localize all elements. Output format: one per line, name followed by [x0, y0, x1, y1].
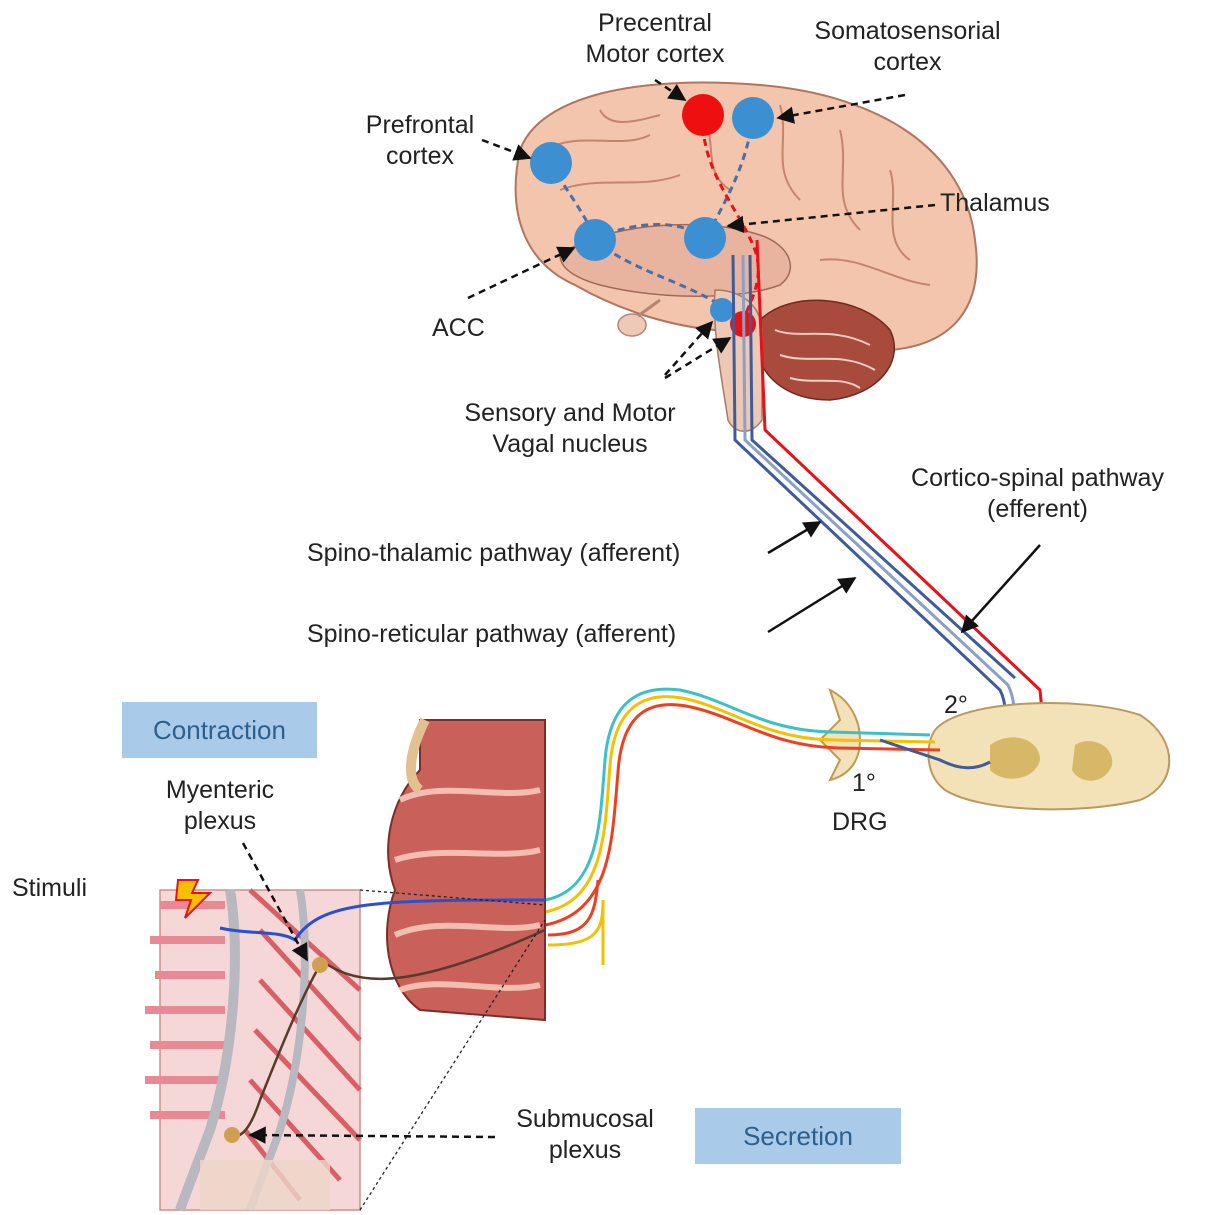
corticospinal-label: Cortico-spinal pathway (efferent) [870, 463, 1205, 526]
vagal-nucleus-label-line1: Sensory and Motor [420, 398, 720, 429]
vagal-nucleus-label-line2: Vagal nucleus [420, 429, 720, 460]
stimuli-label: Stimuli [12, 873, 87, 904]
prefrontal-node [530, 142, 572, 184]
corticospinal-label-line1: Cortico-spinal pathway [870, 463, 1205, 494]
precentral-label-line1: Precentral [560, 8, 750, 39]
first-order-label: 1° [852, 768, 876, 799]
spinoreticular-label: Spino-reticular pathway (afferent) [307, 619, 676, 650]
myenteric-label-line1: Myenteric [140, 775, 300, 806]
prefrontal-label-line1: Prefrontal [340, 110, 500, 141]
thalamus-label: Thalamus [940, 188, 1050, 219]
myenteric-label-line2: plexus [140, 806, 300, 837]
drg-label: DRG [832, 807, 888, 838]
precentral-label: Precentral Motor cortex [560, 8, 750, 71]
spinothalamic-label: Spino-thalamic pathway (afferent) [307, 538, 680, 569]
drg [820, 690, 860, 780]
vagal-nucleus-label: Sensory and Motor Vagal nucleus [420, 398, 720, 461]
acc-label: ACC [432, 313, 485, 344]
somatosensory-node [732, 97, 774, 139]
prefrontal-label: Prefrontal cortex [340, 110, 500, 173]
precentral-label-line2: Motor cortex [560, 39, 750, 70]
prefrontal-label-line2: cortex [340, 141, 500, 172]
contraction-box: Contraction [122, 702, 317, 758]
nerve-bundle [545, 689, 990, 965]
somatosensorial-label-line1: Somatosensorial [780, 16, 1035, 47]
acc-node [574, 219, 616, 261]
somatosensorial-label: Somatosensorial cortex [780, 16, 1035, 79]
secretion-box: Secretion [695, 1108, 901, 1164]
submucosal-label-line1: Submucosal [490, 1104, 680, 1135]
corticospinal-label-line2: (efferent) [870, 494, 1205, 525]
second-order-label: 2° [944, 690, 968, 721]
submucosal-label: Submucosal plexus [490, 1104, 680, 1167]
sensory-vagal-node [710, 298, 734, 322]
somatosensorial-label-line2: cortex [780, 47, 1035, 78]
myenteric-label: Myenteric plexus [140, 775, 300, 838]
precentral-node [682, 94, 724, 136]
thalamus-node [684, 217, 726, 259]
submucosal-label-line2: plexus [490, 1135, 680, 1166]
